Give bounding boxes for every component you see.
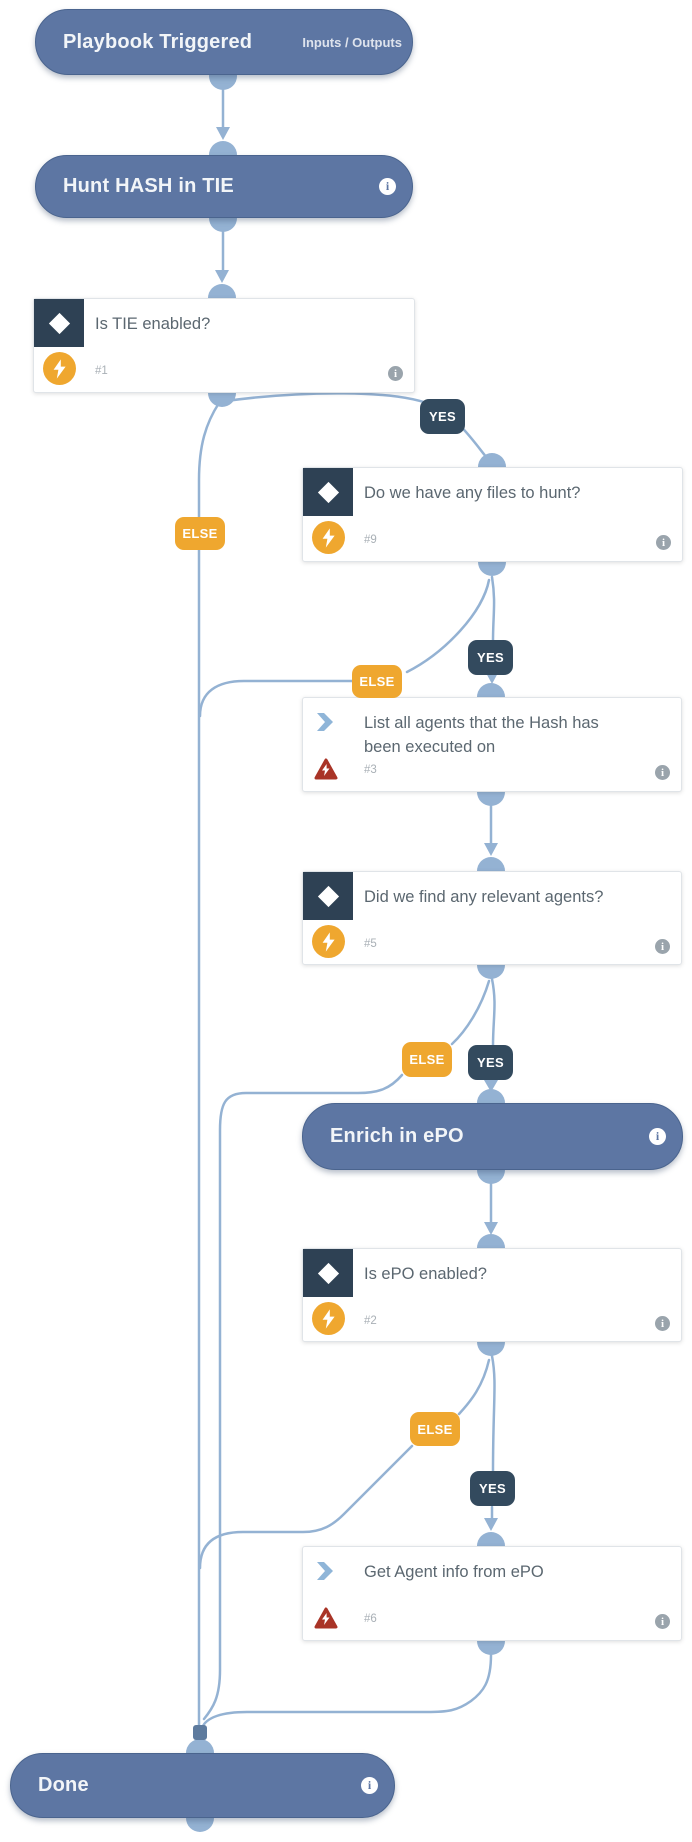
condition-diamond-icon <box>303 1249 353 1297</box>
info-icon[interactable] <box>388 366 403 381</box>
task-title: Is TIE enabled? <box>95 315 211 333</box>
info-icon[interactable] <box>655 765 670 780</box>
node-hunt-hash-in-tie[interactable]: Hunt HASH in TIE <box>35 155 413 218</box>
error-triangle-icon <box>314 1607 338 1629</box>
task-number: #1 <box>95 365 108 377</box>
branch-label-yes-files-to-hunt: YES <box>468 640 513 675</box>
node-title: Enrich in ePO <box>330 1125 464 1147</box>
info-icon[interactable] <box>656 535 671 550</box>
node-is-tie-enabled[interactable]: Is TIE enabled? #1 <box>33 298 415 393</box>
task-number: #6 <box>364 1613 377 1625</box>
branch-label-yes-is-tie: YES <box>420 399 465 434</box>
task-number: #3 <box>364 764 377 776</box>
node-title: Done <box>38 1774 89 1796</box>
branch-label-yes-is-epo: YES <box>470 1471 515 1506</box>
info-icon[interactable] <box>379 178 396 195</box>
automation-chevron-icon <box>316 1562 334 1580</box>
info-icon[interactable] <box>649 1128 666 1145</box>
task-title: List all agents that the Hash has been e… <box>364 714 599 756</box>
task-number: #5 <box>364 938 377 950</box>
node-title: Hunt HASH in TIE <box>63 175 234 197</box>
branch-label-else-relevant-agents: ELSE <box>402 1042 452 1077</box>
branch-label-yes-relevant-agents: YES <box>468 1045 513 1080</box>
info-icon[interactable] <box>361 1777 378 1794</box>
task-title: Is ePO enabled? <box>364 1265 487 1283</box>
condition-diamond-icon <box>303 872 353 920</box>
condition-diamond-icon <box>303 468 353 516</box>
condition-diamond-icon <box>34 299 84 347</box>
branch-label-else-is-tie: ELSE <box>175 517 225 550</box>
error-triangle-icon <box>314 758 338 780</box>
automation-chevron-icon <box>316 713 334 731</box>
info-icon[interactable] <box>655 1614 670 1629</box>
task-number: #2 <box>364 1315 377 1327</box>
task-number: #9 <box>364 534 377 546</box>
node-done[interactable]: Done <box>10 1753 395 1818</box>
lightning-bolt-icon <box>312 521 345 554</box>
node-playbook-triggered[interactable]: Playbook Triggered Inputs / Outputs <box>35 9 413 75</box>
branch-label-else-files-to-hunt: ELSE <box>352 665 402 698</box>
info-icon[interactable] <box>655 1316 670 1331</box>
node-list-all-agents[interactable]: List all agents that the Hash has been e… <box>302 697 682 792</box>
node-title: Playbook Triggered <box>63 30 253 53</box>
inputs-outputs-link[interactable]: Inputs / Outputs <box>302 34 402 50</box>
lightning-bolt-icon <box>312 925 345 958</box>
node-did-we-find-relevant-agents[interactable]: Did we find any relevant agents? #5 <box>302 871 682 965</box>
node-do-we-have-files-to-hunt[interactable]: Do we have any files to hunt? #9 <box>302 467 683 562</box>
node-get-agent-info-from-epo[interactable]: Get Agent info from ePO #6 <box>302 1546 682 1641</box>
branch-label-else-is-epo: ELSE <box>410 1412 460 1446</box>
lightning-bolt-icon <box>43 352 76 385</box>
lightning-bolt-icon <box>312 1302 345 1335</box>
done-input-connector <box>193 1725 207 1740</box>
task-title: Do we have any files to hunt? <box>364 484 581 502</box>
task-title: Get Agent info from ePO <box>364 1563 544 1581</box>
node-is-epo-enabled[interactable]: Is ePO enabled? #2 <box>302 1248 682 1342</box>
info-icon[interactable] <box>655 939 670 954</box>
task-title: Did we find any relevant agents? <box>364 888 604 906</box>
node-enrich-in-epo[interactable]: Enrich in ePO <box>302 1103 683 1170</box>
